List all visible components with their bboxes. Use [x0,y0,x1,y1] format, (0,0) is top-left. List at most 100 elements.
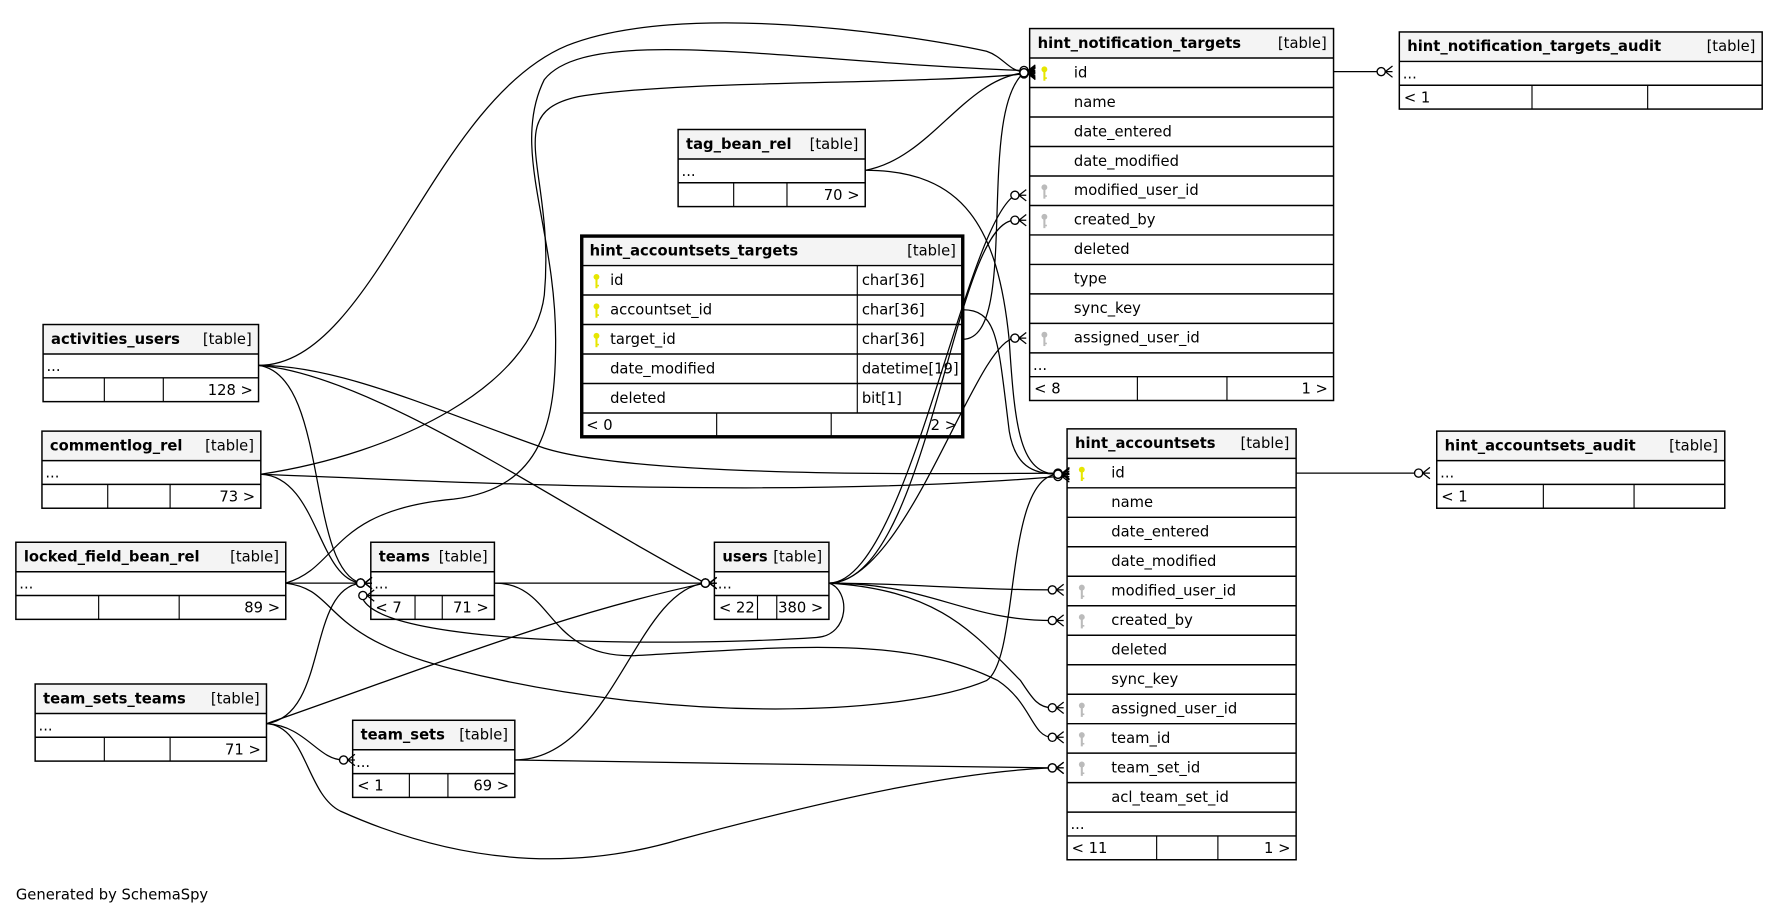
relationship-edge [865,66,1036,171]
column-name: name [1074,94,1116,111]
column-row[interactable]: deleted [1111,642,1167,659]
column-type: char[36] [862,301,925,318]
table-hint-accountsets-audit[interactable]: hint_accountsets_audit[table]...< 1 [1436,430,1726,509]
column-row[interactable]: name [1111,494,1153,511]
column-type: bit[1] [862,390,902,407]
table-hint-accountsets[interactable]: hint_accountsets[table]idnamedate_entere… [1066,428,1297,861]
table-header [15,542,286,572]
column-row[interactable]: team_set_id [1078,759,1200,776]
column-name: name [1111,494,1153,511]
relationship-edge [266,576,718,725]
column-row[interactable]: name [1074,94,1116,111]
column-row[interactable]: acl_team_set_id [1111,789,1229,806]
column-row[interactable]: deleted [1074,241,1130,258]
zero-cardinality-icon [358,590,368,601]
table-header [43,324,259,355]
table-type-label: [table] [907,242,956,259]
column-name: accountset_id [610,301,712,318]
more-columns: ... [19,576,33,593]
table-header [35,683,267,714]
table-hint-notification-targets[interactable]: hint_notification_targets[table]idnameda… [1028,27,1335,402]
table-hint-notification-targets-audit[interactable]: hint_notification_targets_audit[table]..… [1398,31,1763,110]
foreign-key-icon [1041,184,1048,199]
column-name: modified_user_id [1074,182,1199,199]
table-tag-bean-rel[interactable]: tag_bean_rel[table]...70 > [677,128,866,208]
column-row[interactable]: modified_user_id [1041,182,1199,199]
relationship-edge [358,582,845,643]
crows-foot-icon [1056,614,1065,627]
primary-key-icon [593,303,600,318]
column-row[interactable]: created_by [1041,212,1156,229]
table-name: teams [379,549,430,566]
column-row[interactable]: accountset_id char[36] [593,295,925,325]
children-count: 71 > [225,741,261,758]
zero-cardinality-icon [1047,732,1058,743]
column-row[interactable]: sync_key [1111,671,1178,688]
children-count: 89 > [244,600,280,617]
column-row[interactable]: date_modified [1074,153,1179,170]
table-type-label: [table] [203,331,252,348]
column-row[interactable]: created_by [1078,612,1193,629]
table-commentlog-rel[interactable]: commentlog_rel[table]...73 > [41,430,262,509]
column-row[interactable]: date_entered [1111,524,1209,541]
table-footer: 73 > [107,484,255,509]
table-type-label: [table] [211,690,260,707]
children-count: 70 > [824,187,860,204]
more-columns: ... [682,163,696,180]
column-row[interactable]: date_modified [1111,553,1216,570]
relationship-edge [962,66,1036,340]
column-row[interactable]: modified_user_id [1078,583,1236,600]
column-row[interactable]: id [1078,465,1125,482]
table-name: hint_accountsets [1075,435,1216,452]
column-name: created_by [1111,612,1193,629]
crows-foot-icon [1061,468,1070,481]
relationship-edge [828,582,1065,627]
table-type-label: [table] [810,136,859,153]
table-activities-users[interactable]: activities_users[table]...128 > [42,323,260,403]
more-columns: ... [1033,357,1047,374]
relationship-edge [828,582,1065,597]
foreign-key-icon [1078,584,1085,599]
relationship-edge [494,582,1065,744]
column-row[interactable]: type [1074,271,1107,288]
column-row[interactable]: id [1041,64,1087,81]
more-columns: ... [374,576,388,593]
column-row[interactable]: date_entered [1074,123,1172,140]
table-header [581,236,963,266]
column-row[interactable]: assigned_user_id [1078,700,1237,717]
column-row[interactable]: assigned_user_id [1041,330,1200,347]
parents-count: < 8 [1034,381,1060,398]
table-type-label: [table] [1278,35,1327,52]
table-locked-field-bean-rel[interactable]: locked_field_bean_rel[table]...89 > [15,541,287,621]
relationship-edge [494,576,718,590]
parents-count: < 7 [375,600,401,617]
zero-cardinality-icon [1010,215,1020,225]
table-footer: 71 > [103,737,261,762]
column-row[interactable]: sync_key [1074,300,1141,317]
parents-count: < 1 [1404,89,1430,106]
column-name: modified_user_id [1111,583,1236,600]
column-name: type [1074,271,1107,288]
children-count: 69 > [473,778,509,795]
column-name: sync_key [1111,671,1178,688]
table-header [352,720,515,750]
table-team-sets-teams[interactable]: team_sets_teams[table]...71 > [34,683,268,762]
relationship-edge [266,723,356,767]
zero-cardinality-icon [1010,333,1020,343]
column-row[interactable]: team_id [1078,730,1170,747]
zero-cardinality-icon [1010,190,1020,201]
table-footer: < 1 [1441,484,1635,509]
relationship-edge [1333,65,1393,78]
foreign-key-icon [1041,213,1048,229]
